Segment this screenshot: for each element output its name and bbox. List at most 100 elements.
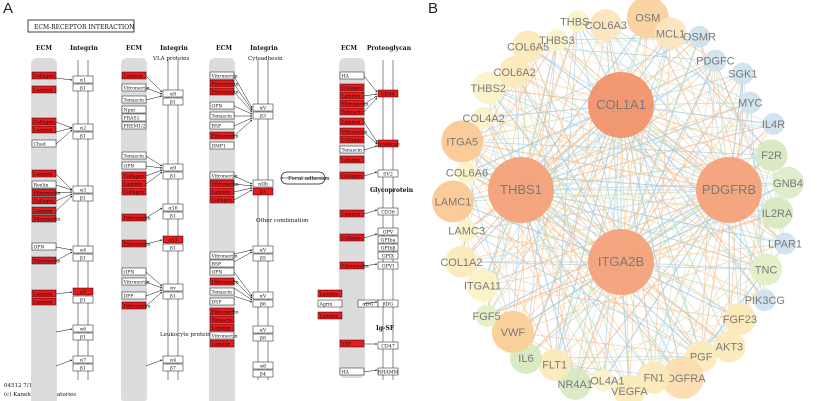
receptor-label: β1 <box>170 174 176 180</box>
network-edge <box>466 172 604 381</box>
network-node-itga2b <box>588 229 654 295</box>
ecm-gene-box <box>209 179 235 188</box>
ecm-gene-label: Fibronectin <box>212 280 239 286</box>
network-node-col6a6 <box>456 161 479 184</box>
network-node-thbs1 <box>488 157 554 223</box>
network-node-osmr <box>688 25 711 48</box>
ecm-gene-box <box>317 289 343 298</box>
network-node-thbs3 <box>545 29 568 52</box>
network-edge <box>574 36 700 385</box>
receptor-label: RHAMM <box>377 370 398 376</box>
network-node-vegfa <box>613 374 646 401</box>
network-node-col4a2 <box>472 106 495 129</box>
kegg-title: ECM-RECEPTOR INTERACTION <box>34 24 134 31</box>
network-edge <box>620 73 744 263</box>
ecm-gene-box <box>31 169 57 178</box>
network-node-thbs2 <box>472 71 505 104</box>
ecm-gene-label: Collagen <box>342 86 363 92</box>
receptor-label: CD44 <box>381 92 395 98</box>
receptor-label: β8 <box>260 336 266 342</box>
network-edge <box>653 33 671 378</box>
network-edge <box>461 261 730 347</box>
ecm-gene-box <box>31 139 57 148</box>
ecm-gene-label: Laminin <box>124 74 143 80</box>
network-node-itga11 <box>466 269 499 302</box>
ecm-gene-box <box>31 196 57 205</box>
receptor-label: α10 <box>168 206 177 212</box>
ecm-gene-box <box>339 145 365 154</box>
network-edge <box>514 72 576 384</box>
network-node-label: SGK1 <box>728 69 757 81</box>
ecm-gene-box <box>209 259 235 268</box>
network-node-label: LAMC3 <box>448 226 485 238</box>
receptor-box <box>162 355 184 364</box>
column-header: Integrin <box>250 45 278 52</box>
ecm-gene-label: Fibronectin <box>212 82 239 88</box>
ecm-gene-label: Fibronectin <box>34 217 61 223</box>
interaction-arrow <box>363 233 378 239</box>
interaction-arrow <box>145 171 163 185</box>
panel-label-b: B <box>428 0 439 17</box>
receptor-box <box>162 163 184 172</box>
receptor-box <box>162 291 184 300</box>
network-node-lpar1 <box>774 232 797 255</box>
interaction-arrow <box>55 77 73 81</box>
interaction-arrow <box>145 155 163 167</box>
receptor-label: αv <box>170 287 176 292</box>
ecm-gene-box <box>121 267 147 276</box>
leukocyte-label: Leukocyte proteins <box>160 332 214 338</box>
ecm-gene-label: Laminin <box>124 182 143 188</box>
receptor-label: α9 <box>170 166 176 172</box>
ecm-gene-box <box>209 331 235 340</box>
network-node-label: PDGFRA <box>660 373 707 385</box>
column-header: Integrin <box>70 45 98 52</box>
ecm-gene-box <box>31 242 57 251</box>
ecm-gene-box <box>339 99 365 108</box>
ecm-gene-label: Tenascin <box>342 110 363 116</box>
network-node-label: OSMR <box>683 32 716 44</box>
ecm-gene-label: Vitronectin <box>341 130 368 136</box>
network-node-col1a2 <box>445 245 478 278</box>
interaction-arrow <box>233 183 253 187</box>
interaction-arrow <box>145 289 163 297</box>
ecm-gene-label: Vitronectin <box>211 174 238 180</box>
ecm-gene-box <box>121 151 147 160</box>
receptor-box <box>72 75 94 84</box>
interaction-arrow <box>233 175 253 185</box>
network-node-label: ITGA5 <box>446 136 478 148</box>
ecm-gene-box <box>317 299 343 308</box>
receptor-box <box>72 123 94 132</box>
ecm-gene-box <box>121 187 147 196</box>
receptor-box <box>377 341 399 350</box>
receptor-box <box>252 187 274 196</box>
receptor-box <box>377 139 399 148</box>
network-node-label: COL6A5 <box>507 41 549 53</box>
ecm-gene-box <box>209 121 235 130</box>
receptor-label: αIIb <box>258 182 268 188</box>
ecm-gene-label: Laminin <box>320 292 339 298</box>
ecm-gene-box <box>31 117 57 126</box>
ecm-gene-label: Fibronectin <box>212 182 239 188</box>
receptor-box <box>72 295 94 304</box>
interaction-arrow <box>145 75 163 93</box>
receptor-label: GPIba <box>381 238 396 244</box>
ecm-gene-box <box>31 85 57 94</box>
network-node-pik3cg <box>753 289 776 312</box>
ecm-gene-box <box>209 71 235 80</box>
ecm-gene-label: Vitronectin <box>211 334 238 340</box>
network-node-col1a1 <box>588 72 654 138</box>
interaction-arrow <box>233 189 253 201</box>
interaction-arrow <box>55 173 73 191</box>
panel-label-a: A <box>3 0 14 17</box>
network-node-label: MYC <box>738 98 763 110</box>
receptor-label: α3 <box>80 188 86 194</box>
column-header: ECM <box>36 45 52 52</box>
ecm-gene-box <box>121 71 147 80</box>
ecm-gene-box <box>121 277 147 286</box>
interaction-arrow <box>363 369 378 373</box>
receptor-box <box>72 245 94 254</box>
network-node-col6a3 <box>589 9 622 42</box>
network-edge <box>466 172 514 333</box>
ecm-gene-label: Agrin <box>319 302 333 308</box>
